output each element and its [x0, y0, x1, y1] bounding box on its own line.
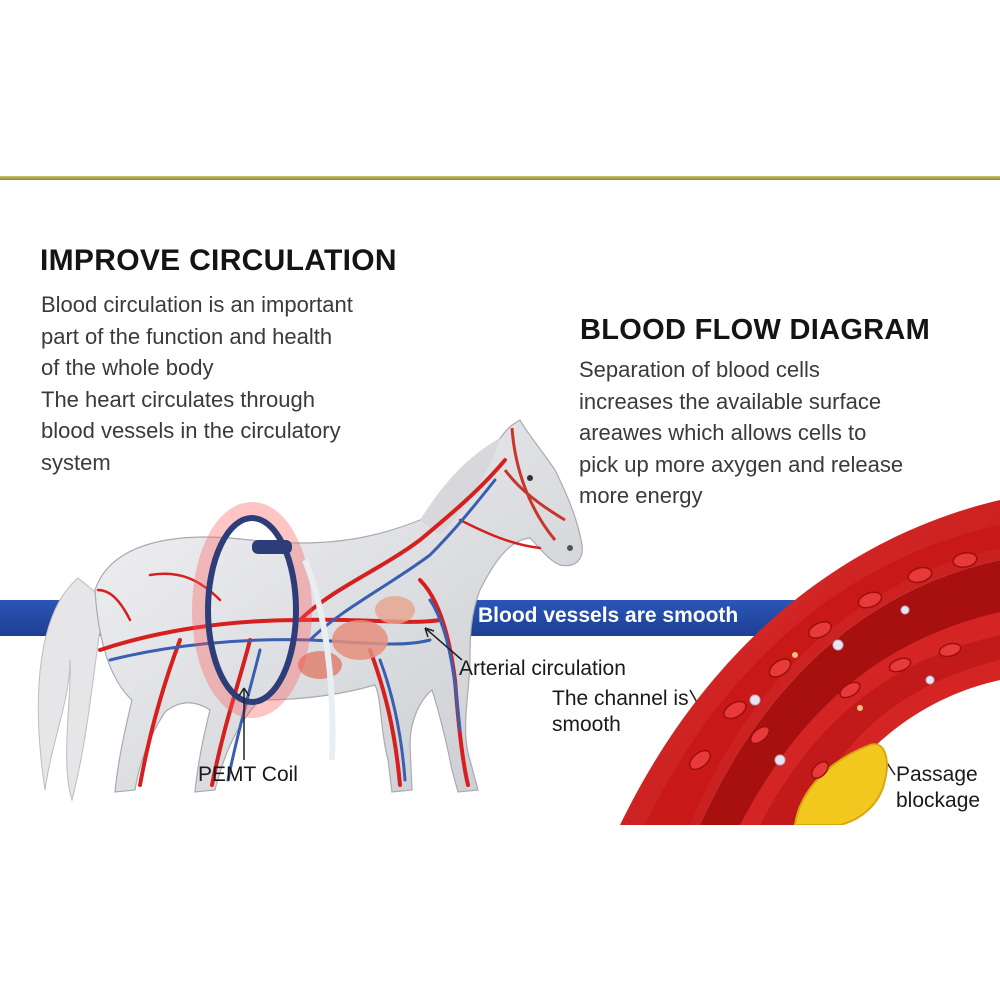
- improve-circulation-title: IMPROVE CIRCULATION: [40, 244, 397, 277]
- text-line: pick up more axygen and release: [579, 451, 904, 477]
- label-line: blockage: [896, 789, 981, 812]
- pemt-coil-label: PEMT Coil: [198, 763, 298, 786]
- horse-mane: [420, 438, 500, 535]
- passage-blockage-label: Passage blockage: [896, 762, 980, 814]
- text-line: The heart circulates through: [41, 386, 315, 412]
- label-line: smooth: [552, 713, 621, 736]
- text-line: system: [41, 449, 111, 475]
- text-line: more energy: [579, 483, 703, 508]
- improve-circulation-text: Blood circulation is an important part o…: [41, 289, 411, 478]
- text-line: of the whole body: [41, 355, 214, 380]
- horse-tail: [37, 577, 106, 802]
- text-line: Blood circulation is an important: [41, 292, 353, 317]
- arterial-circulation-label: Arterial circulation: [459, 657, 626, 680]
- top-divider: [0, 176, 1000, 180]
- arterial-leader: [424, 627, 463, 661]
- pemt-coil: [192, 502, 336, 761]
- blood-vessel-diagram: [620, 500, 1000, 825]
- text-line: increases the available surface: [579, 388, 882, 414]
- text-line: areawes which allows cells to: [579, 420, 867, 445]
- banner-label: Blood vessels are smooth: [478, 604, 739, 627]
- text-line: part of the function and health: [41, 323, 333, 349]
- organ: [375, 596, 415, 624]
- channel-smooth-label: The channel is smooth: [552, 686, 689, 738]
- label-line: Passage: [896, 763, 978, 786]
- horse-bridle: [503, 427, 566, 541]
- platelets: [792, 652, 863, 711]
- white-blood-cells: [749, 605, 935, 766]
- heart-organ: [332, 620, 388, 660]
- label-line: The channel is: [552, 687, 689, 710]
- text-line: blood vessels in the circulatory: [41, 418, 341, 443]
- horse-eye: [527, 475, 533, 481]
- text-line: Separation of blood cells: [579, 357, 820, 382]
- horse-nostril: [567, 545, 573, 551]
- plaque-blockage: [793, 743, 888, 825]
- blood-flow-diagram-title: BLOOD FLOW DIAGRAM: [580, 314, 931, 346]
- red-blood-cells: [689, 552, 978, 779]
- blood-flow-diagram-text: Separation of blood cells increases the …: [579, 354, 949, 512]
